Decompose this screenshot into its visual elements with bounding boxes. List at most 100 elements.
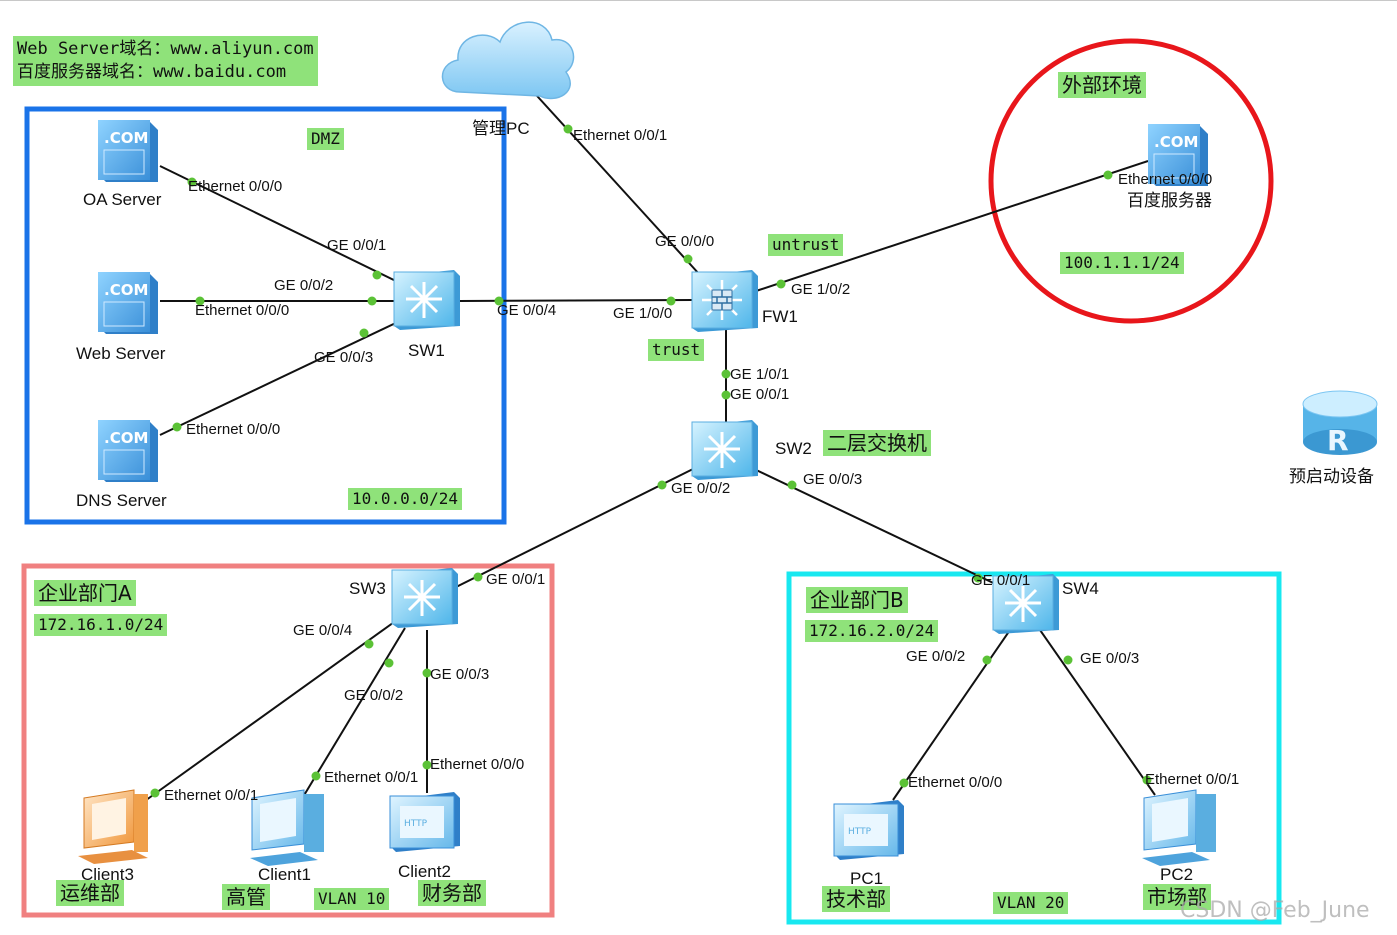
sw3-label: SW3 [349, 579, 386, 598]
link-sw3-client1 [302, 627, 406, 798]
svg-text:.COM: .COM [104, 429, 148, 447]
link-cloud-fw1 [527, 85, 701, 276]
port-label: GE 1/0/1 [730, 366, 790, 383]
svg-text:.COM: .COM [104, 281, 148, 299]
dept-b-zone-frame [786, 571, 1282, 925]
pc1-dept-label: 技术部 [822, 886, 890, 912]
dmz-subnet-label: 10.0.0.0/24 [348, 488, 462, 510]
fw1-firewall-icon[interactable] [691, 270, 758, 332]
oa-server-icon[interactable]: .COM [98, 120, 158, 182]
router-icon[interactable]: R [1302, 390, 1378, 457]
cloud-label: 管理PC [472, 119, 530, 138]
link-sw3-client3 [141, 619, 398, 804]
client3-pc-icon[interactable] [78, 789, 148, 864]
port-label: Ethernet 0/0/1 [164, 787, 259, 804]
port-label: GE 0/0/1 [486, 571, 546, 588]
fw1-label: FW1 [762, 307, 798, 326]
sw1-label: SW1 [408, 341, 445, 360]
port-label: Ethernet 0/0/0 [1118, 171, 1213, 188]
port-label: GE 0/0/4 [293, 622, 353, 639]
external-zone-label: 外部环境 [1058, 72, 1146, 98]
sw3-switch-icon[interactable] [391, 568, 458, 628]
svg-text:HTTP: HTTP [848, 827, 872, 837]
dept-b-label: 企业部门B [806, 587, 908, 613]
svg-text:.COM: .COM [1154, 133, 1198, 151]
untrust-label: untrust [768, 234, 844, 256]
port-label: GE 1/0/2 [791, 281, 851, 298]
external-subnet-label: 100.1.1.1/24 [1060, 252, 1184, 274]
port-label: Ethernet 0/0/0 [430, 756, 525, 773]
client3-label: Client3 [81, 865, 134, 884]
links [141, 85, 1156, 804]
sw1-switch-icon[interactable] [393, 270, 460, 330]
web-server-label: Web Server [76, 344, 166, 363]
client2-label: Client2 [398, 862, 451, 881]
port-label: GE 0/0/1 [971, 572, 1031, 589]
dept-a-label: 企业部门A [34, 580, 136, 606]
client1-pc-icon[interactable] [250, 789, 324, 866]
domain-note-line2: 百度服务器域名：www.baidu.com [17, 62, 287, 82]
dept-a-subnet-label: 172.16.1.0/24 [34, 614, 168, 636]
sw2-switch-icon[interactable] [691, 420, 758, 480]
external-zone-circle [988, 38, 1274, 324]
domain-note-line1: Web Server域名：www.aliyun.com [17, 39, 314, 59]
baidu-server-icon[interactable]: .COM [1148, 124, 1208, 186]
dept-b-subnet-label: 172.16.2.0/24 [805, 620, 939, 642]
link-sw4-pc2 [1039, 629, 1156, 796]
port-label: Ethernet 0/0/1 [573, 127, 668, 144]
vlan20-label: VLAN 20 [993, 892, 1069, 914]
pc2-pc-icon[interactable] [1142, 789, 1216, 866]
port-label: Ethernet 0/0/0 [195, 302, 290, 319]
pc2-label: PC2 [1160, 865, 1194, 884]
port-label: Ethernet 0/0/1 [1145, 771, 1240, 788]
client1-label: Client1 [258, 865, 311, 884]
client2-dept-label: 财务部 [418, 880, 486, 906]
port-label: GE 0/0/4 [497, 302, 557, 319]
sw4-switch-icon[interactable] [992, 574, 1059, 634]
port-label: Ethernet 0/0/0 [908, 774, 1003, 791]
port-label: Ethernet 0/0/0 [186, 421, 281, 438]
pc1-http-icon[interactable]: HTTP [833, 800, 904, 860]
pc2-dept-label: 市场部 [1143, 884, 1211, 910]
trust-label: trust [648, 339, 705, 361]
web-server-icon[interactable]: .COM [98, 272, 158, 334]
link-oa-sw1 [159, 165, 403, 285]
port-label: GE 0/0/3 [803, 471, 863, 488]
port-label: GE 0/0/1 [327, 237, 387, 254]
link-fw1-baidu [755, 160, 1149, 292]
sw4-label: SW4 [1062, 579, 1099, 598]
link-dns-sw1 [159, 319, 403, 436]
port-label: Ethernet 0/0/1 [324, 769, 419, 786]
cloud-icon[interactable] [441, 21, 575, 100]
sw2-label: SW2 [775, 439, 812, 458]
port-label: Ethernet 0/0/0 [188, 178, 283, 195]
watermark: CSDN @Feb_June [1180, 898, 1370, 923]
port-label: GE 0/0/3 [314, 349, 374, 366]
dns-server-icon[interactable]: .COM [98, 420, 158, 482]
client3-dept-label: 运维部 [56, 880, 124, 906]
client1-dept-label: 高管 [222, 884, 270, 910]
svg-text:R: R [1327, 424, 1349, 457]
port-label: GE 0/0/2 [344, 687, 404, 704]
port-label: GE 0/0/2 [274, 277, 334, 294]
dmz-label: DMZ [307, 128, 344, 150]
port-label: GE 0/0/0 [655, 233, 715, 250]
pc1-label: PC1 [850, 869, 884, 888]
port-dots [150, 124, 1152, 798]
dept-a-zone-frame [21, 563, 555, 918]
port-label: GE 0/0/1 [730, 386, 790, 403]
link-sw2-sw3 [429, 467, 696, 601]
dns-server-label: DNS Server [76, 491, 167, 510]
dmz-zone-frame [24, 106, 507, 525]
router-label: 预启动设备 [1289, 467, 1374, 486]
domain-note: Web Server域名：www.aliyun.com 百度服务器域名：www.… [13, 36, 318, 86]
port-label: GE 0/0/3 [1080, 650, 1140, 667]
svg-text:HTTP: HTTP [404, 819, 428, 829]
oa-server-label: OA Server [83, 190, 162, 209]
port-label: GE 0/0/2 [906, 648, 966, 665]
top-divider [0, 0, 1397, 1]
client2-http-icon[interactable]: HTTP [389, 792, 460, 852]
vlan10-label: VLAN 10 [314, 888, 390, 910]
port-label: GE 1/0/0 [613, 305, 673, 322]
